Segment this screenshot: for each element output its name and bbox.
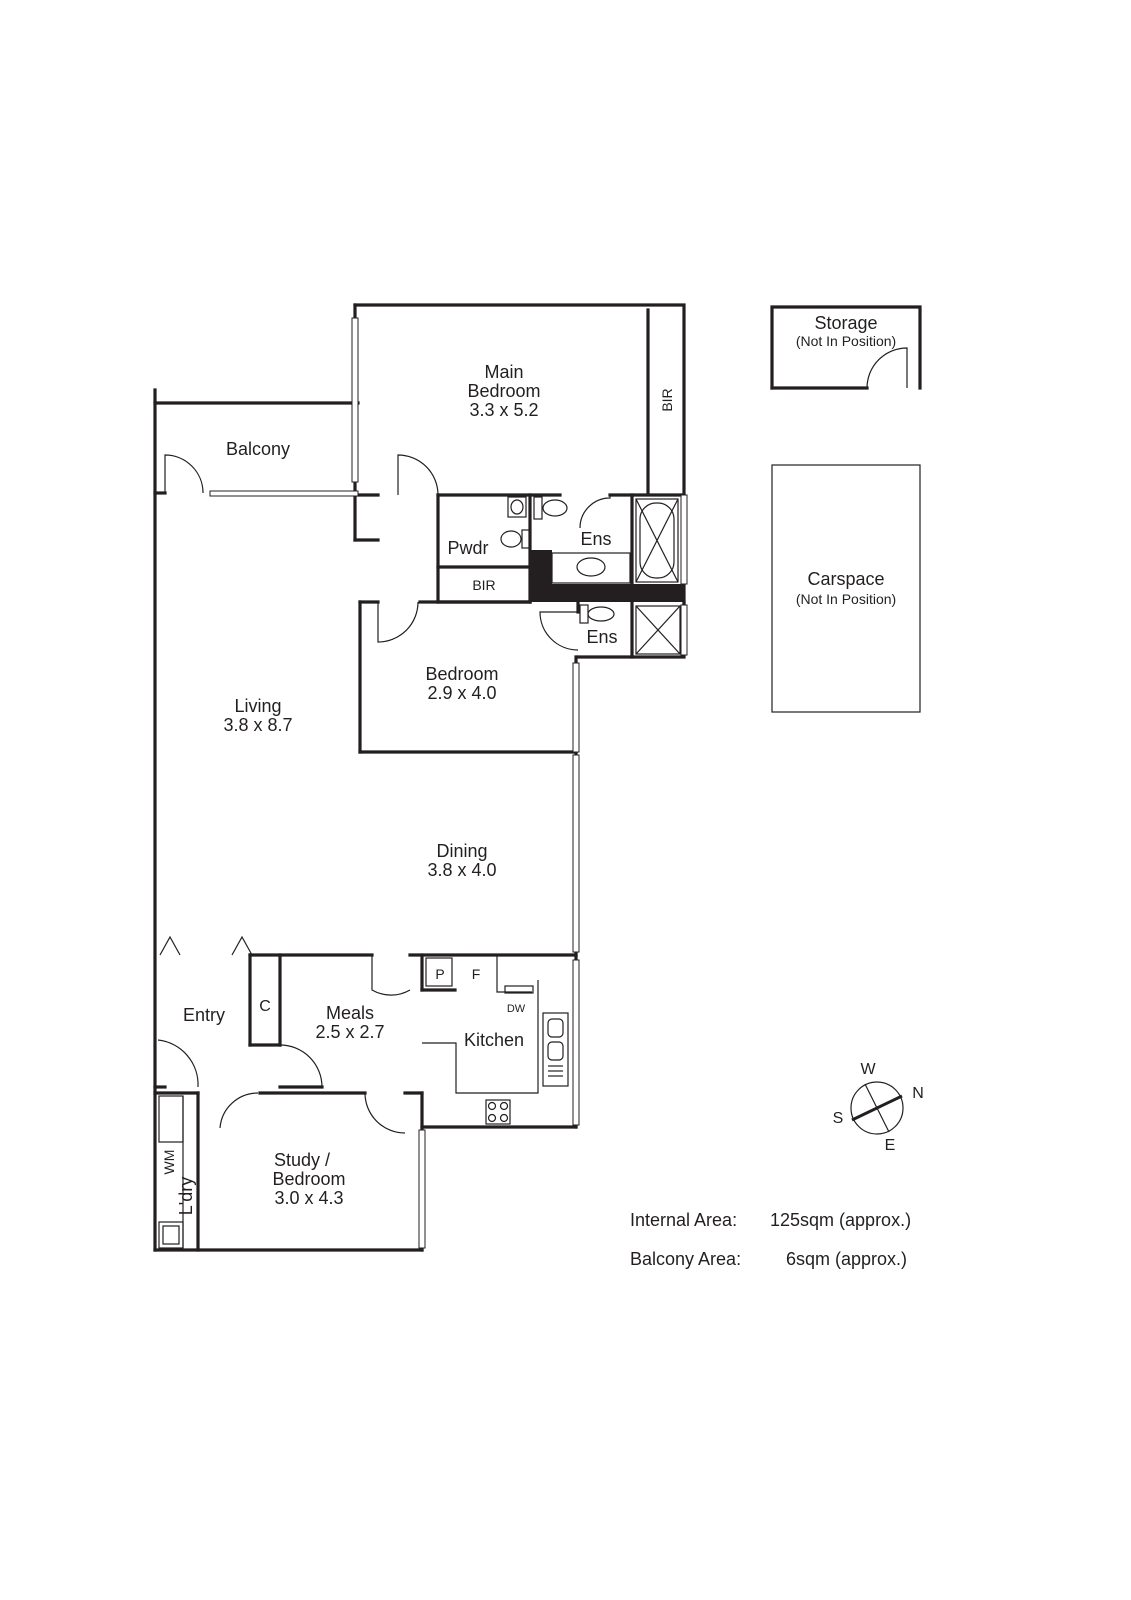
- living-label: Living: [234, 696, 281, 716]
- ensuite-bedroom-label: Ens: [586, 627, 617, 647]
- ensuite-main-label: Ens: [580, 529, 611, 549]
- kitchen-label: Kitchen: [464, 1030, 524, 1050]
- bedroom-size: 2.9 x 4.0: [427, 683, 496, 703]
- dining-label: Dining: [436, 841, 487, 861]
- storage-note: (Not In Position): [796, 333, 896, 349]
- meals-size: 2.5 x 2.7: [315, 1022, 384, 1042]
- dishwasher-label: DW: [507, 1003, 526, 1015]
- compass-north: N: [912, 1085, 924, 1102]
- study-label-2: Bedroom: [272, 1169, 345, 1189]
- washing-machine-label: WM: [161, 1150, 177, 1175]
- windows: [209, 317, 688, 1249]
- internal-area-label: Internal Area:: [630, 1210, 737, 1230]
- main-bedroom-label-1: Main: [484, 362, 523, 382]
- living-size: 3.8 x 8.7: [223, 715, 292, 735]
- main-bedroom-label-2: Bedroom: [467, 381, 540, 401]
- bir-hall-label: BIR: [472, 577, 495, 593]
- dining-size: 3.8 x 4.0: [427, 860, 496, 880]
- carspace: [771, 464, 921, 713]
- meals-label: Meals: [326, 1003, 374, 1023]
- fixtures: [158, 496, 681, 1249]
- entry-label: Entry: [183, 1005, 225, 1025]
- storage-label: Storage: [814, 313, 877, 333]
- doors: [157, 454, 611, 1134]
- carspace-note: (Not In Position): [796, 591, 896, 607]
- study-label-1: Study /: [274, 1150, 330, 1170]
- carspace-label: Carspace: [807, 569, 884, 589]
- compass-west: W: [860, 1061, 876, 1078]
- storage: [770, 305, 922, 390]
- coat-cupboard-label: C: [259, 998, 271, 1015]
- bedroom-label: Bedroom: [425, 664, 498, 684]
- fridge-label: F: [472, 966, 481, 982]
- balcony-area-value: 6sqm (approx.): [786, 1249, 907, 1269]
- bir-main-label: BIR: [659, 388, 675, 411]
- laundry-label: L'dry: [176, 1177, 196, 1215]
- internal-area-value: 125sqm (approx.): [770, 1210, 911, 1230]
- balcony-area-label: Balcony Area:: [630, 1249, 741, 1269]
- compass-icon: [850, 1081, 904, 1135]
- pantry-label: P: [435, 966, 444, 982]
- main-bedroom-size: 3.3 x 5.2: [469, 400, 538, 420]
- compass-south: S: [833, 1110, 844, 1127]
- balcony-label: Balcony: [226, 439, 290, 459]
- compass-east: E: [885, 1137, 896, 1154]
- powder-label: Pwdr: [447, 538, 488, 558]
- study-size: 3.0 x 4.3: [274, 1188, 343, 1208]
